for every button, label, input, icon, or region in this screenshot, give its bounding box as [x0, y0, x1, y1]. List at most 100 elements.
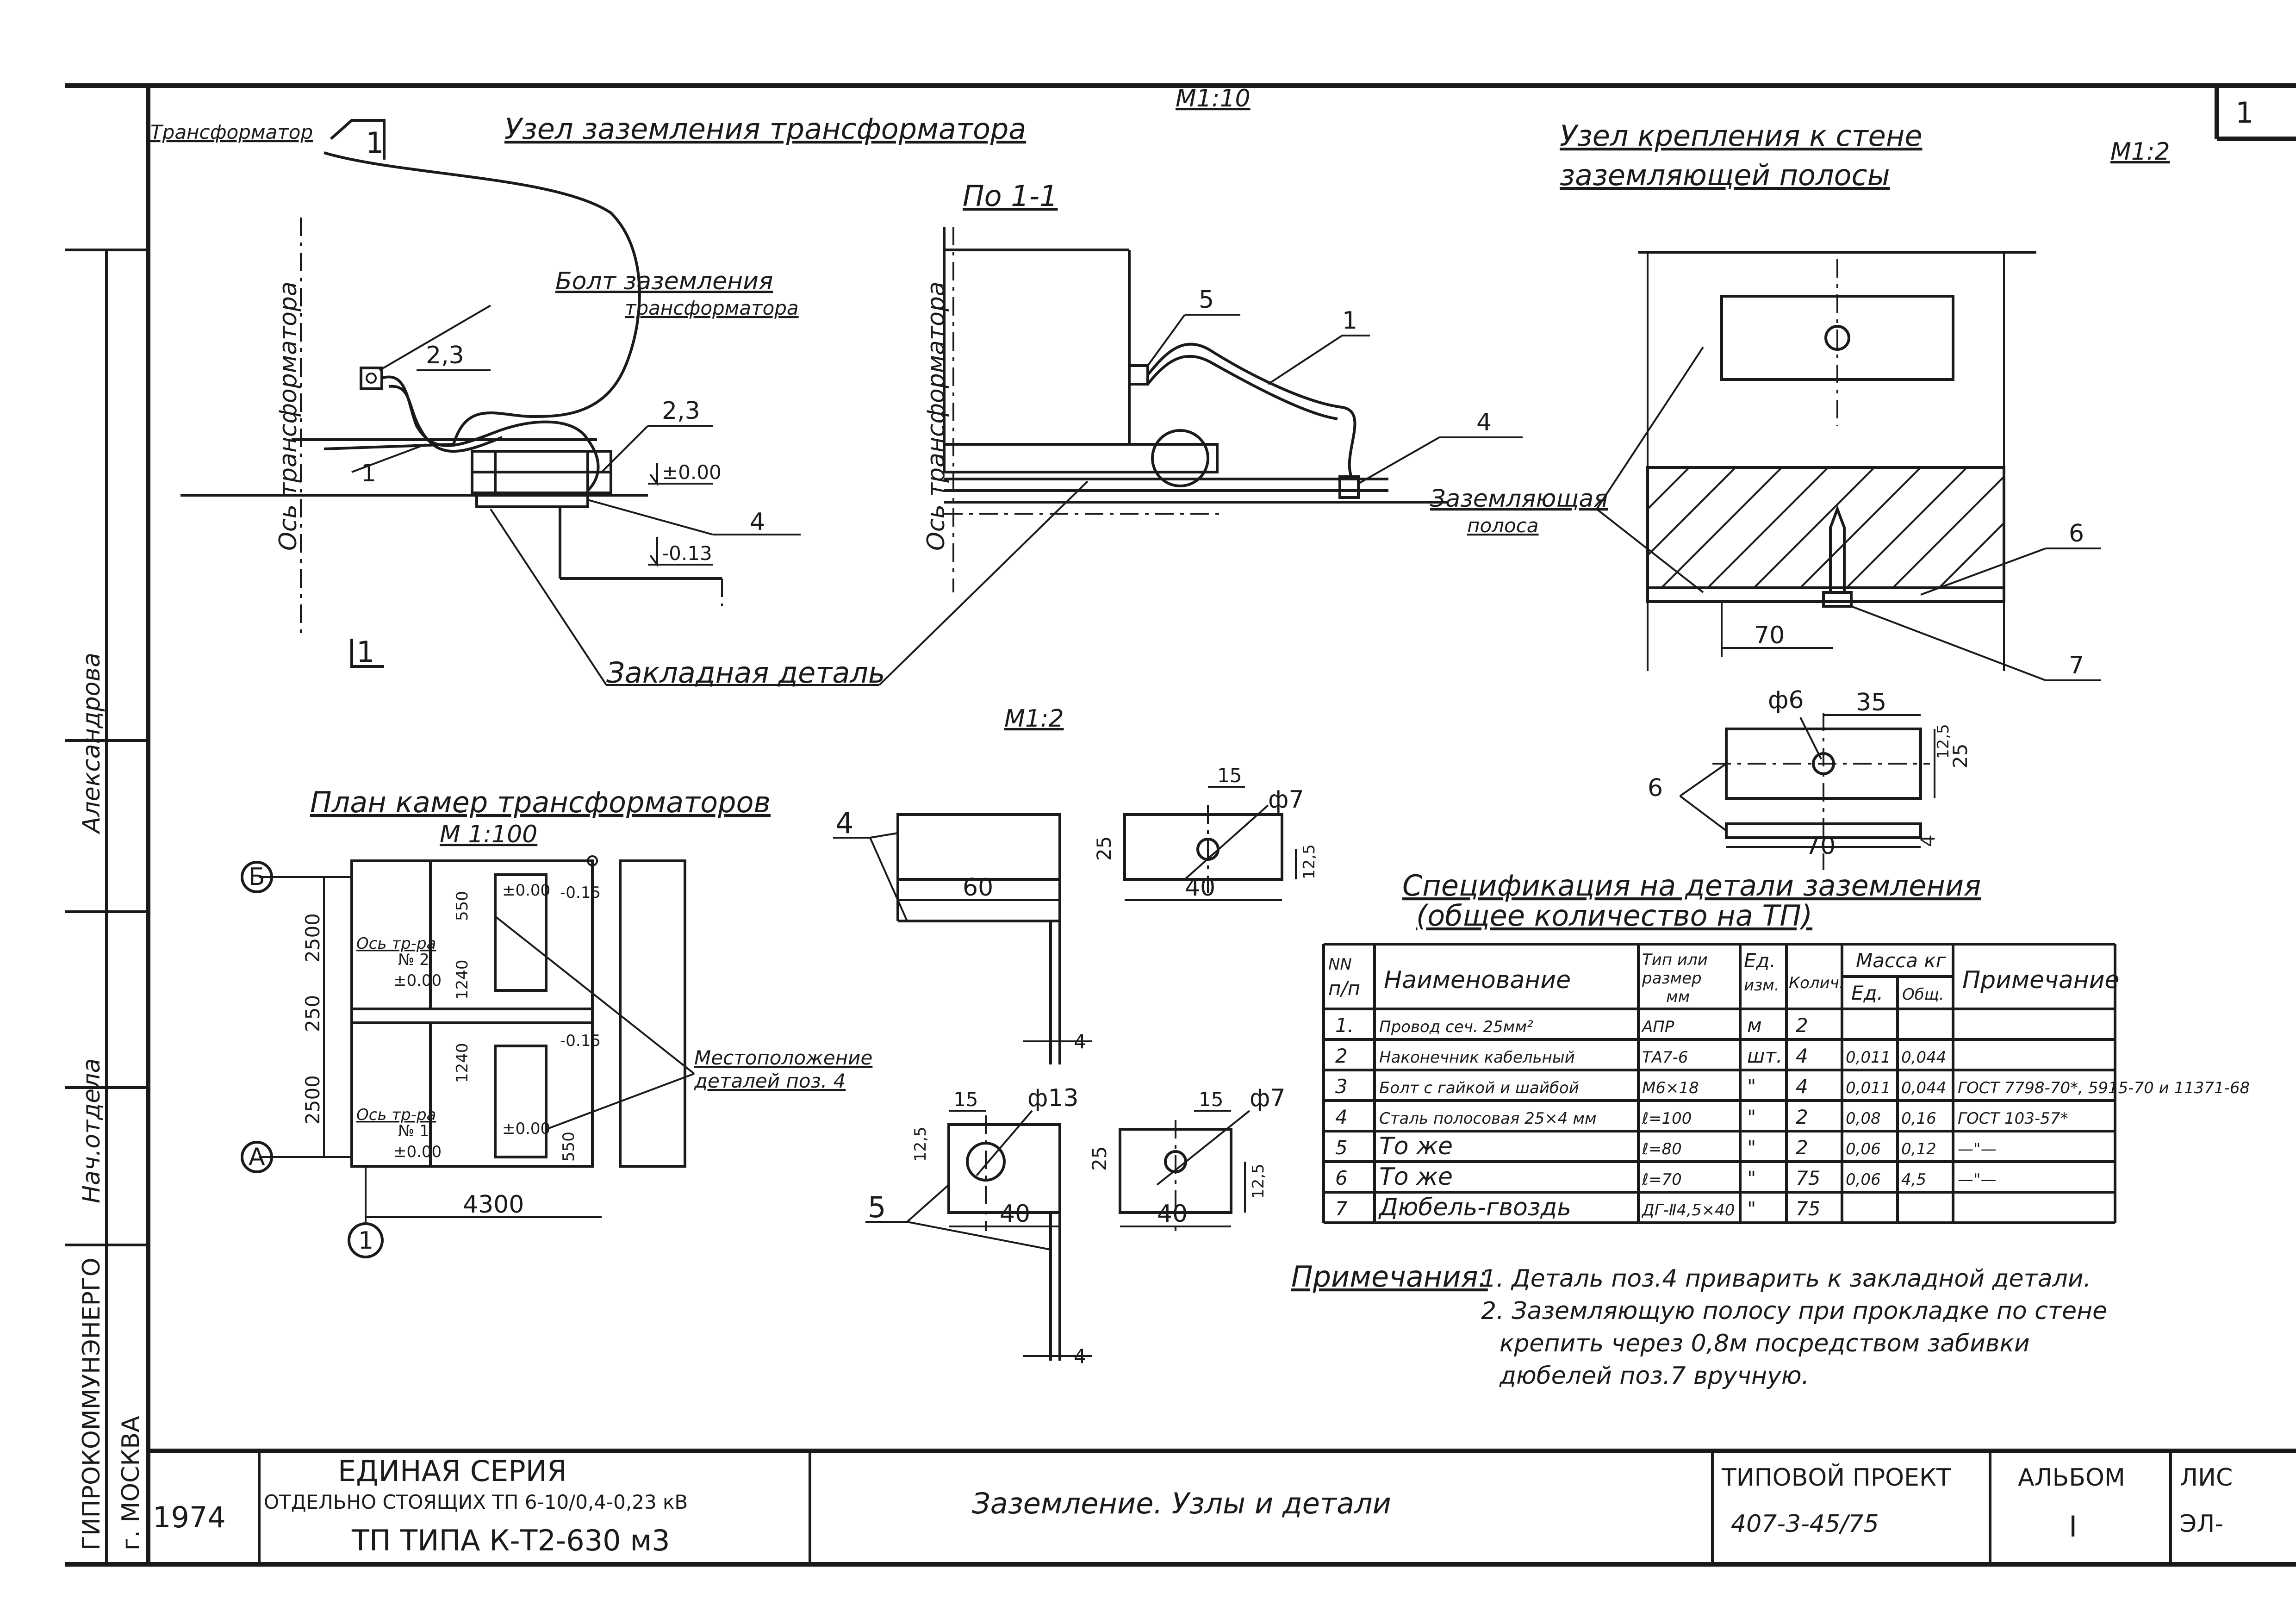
wall-title-1: Узел крепления к стене [1560, 119, 1923, 153]
series-3: ТП ТИПА К-Т2-630 м3 [351, 1524, 670, 1557]
lvl-e: -0.15 [560, 884, 601, 902]
spec-cell-mass-unit: 0,08 [1846, 1109, 1881, 1128]
spec-cell-note: ГОСТ 7798-70*, 5915-70 и 11371-68 [1958, 1079, 2250, 1097]
dim-4300: 4300 [463, 1191, 524, 1219]
section-view: По 1-1 Ось трансформатора 5 1 4 [922, 179, 1523, 592]
tr2-num: № 2 [398, 951, 429, 969]
pos-4b: 4 [1476, 409, 1492, 436]
spec-cell-name: Провод сеч. 25мм² [1379, 1018, 1533, 1036]
spec-title-1: Спецификация на детали заземления [1402, 869, 1981, 902]
spec-cell-type: ДГ-Ⅱ4,5×40 [1641, 1201, 1735, 1220]
spec-title-2: (общее количество на ТП) [1416, 899, 1812, 933]
notes-heading: Примечания: [1291, 1260, 1488, 1294]
dim-550b: 550 [560, 1132, 578, 1162]
detail-6: 35 ф6 12,5 25 70 4 6 [1648, 686, 1972, 870]
year: 1974 [153, 1500, 226, 1534]
side-strip-city: г. МОСКВА [117, 1416, 145, 1550]
wall-title-2: заземляющей полосы [1560, 158, 1890, 192]
dim-25a: 25 [1093, 836, 1115, 861]
spec-cell-num: 6 [1335, 1167, 1348, 1189]
side-strip-role: Нач.отдела [78, 1058, 106, 1203]
spec-cell-mass-total: 0,044 [1901, 1048, 1946, 1067]
spec-header-type: Тип или [1642, 951, 1708, 969]
dim-70b: 70 [1805, 832, 1836, 860]
dim-250: 250 [301, 995, 324, 1032]
note-2c: дюбелей поз.7 вручную. [1499, 1362, 1809, 1390]
project-label: ТИПОВОЙ ПРОЕКТ [1721, 1463, 1951, 1492]
side-strip-org: ГИПРОКОММУНЭНЕРГО [78, 1257, 106, 1550]
pos-1b: 1 [1342, 307, 1357, 335]
spec-cell-name: Наконечник кабельный [1379, 1048, 1575, 1067]
notes: Примечания: 1. Деталь поз.4 приварить к … [1291, 1260, 2107, 1390]
spec-cell-unit: м [1747, 1014, 1762, 1037]
spec-cell-num: 2 [1335, 1045, 1348, 1067]
pos-1a: 1 [361, 460, 376, 487]
spec-cell-note: ГОСТ 103-57* [1958, 1109, 2068, 1128]
pos-23a: 2,3 [426, 342, 464, 369]
title-block: 1974 ЕДИНАЯ СЕРИЯ ОТДЕЛЬНО СТОЯЩИХ ТП 6-… [148, 1449, 2296, 1564]
pos-4-detail: 4 [835, 806, 853, 840]
dim-40c: 40 [1157, 1200, 1188, 1228]
dim-15b: 15 [953, 1088, 978, 1111]
dim-125d: 12,5 [1934, 724, 1953, 759]
phi-13: ф13 [1027, 1084, 1079, 1112]
pos-6-wall: 6 [2069, 520, 2084, 548]
scale-main: М1:10 [1176, 85, 1251, 112]
spec-cell-name: Болт с гайкой и шайбой [1379, 1079, 1579, 1097]
spec-cell-name: То же [1379, 1132, 1453, 1160]
series-1: ЕДИНАЯ СЕРИЯ [338, 1454, 567, 1488]
spec-cell-num: 3 [1335, 1075, 1348, 1098]
dim-25d: 25 [1949, 744, 1972, 768]
sheet-corner-number: 1 [2235, 96, 2253, 130]
spec-cell-mass-unit: 0,011 [1846, 1079, 1891, 1097]
spec-cell-num: 7 [1335, 1197, 1348, 1220]
dim-550a: 550 [453, 891, 472, 921]
spec-cell-unit: " [1747, 1167, 1756, 1189]
side-strip-name: Александрова [78, 653, 106, 834]
spec-header-qty: Колич. [1789, 974, 1844, 992]
pos-4a: 4 [750, 508, 765, 536]
spec-cell-mass-total: 0,16 [1901, 1109, 1936, 1128]
location-2: деталей поз. 4 [694, 1070, 846, 1092]
dim-4c: 4 [1916, 834, 1939, 847]
dim-1240b: 1240 [453, 1043, 472, 1083]
spec-cell-mass-unit: 0,06 [1846, 1170, 1881, 1189]
dim-25c: 25 [1088, 1146, 1111, 1171]
subject: Заземление. Узлы и детали [972, 1487, 1391, 1520]
spec-header-num: NN [1328, 955, 1352, 974]
lvl-c: ±0.00 [502, 881, 550, 900]
spec-cell-unit: " [1747, 1197, 1756, 1220]
album-num: I [2069, 1510, 2077, 1543]
tr2-label: Ось тр-ра [356, 934, 436, 953]
note-2b: крепить через 0,8м посредством забивки [1500, 1330, 2030, 1357]
spec-cell-qty: 4 [1796, 1075, 1808, 1098]
level-000: ±0.00 [662, 461, 722, 484]
phi-7b: ф7 [1250, 1084, 1286, 1112]
bolt-label-1: Болт заземления [555, 268, 773, 295]
embedded-label: Закладная деталь [606, 656, 885, 690]
wall-mount-node: Узел крепления к стене заземляющей полос… [1430, 119, 2170, 681]
section-mark-top: 1 [366, 126, 384, 160]
spec-cell-num: 1. [1335, 1014, 1354, 1037]
wall-hatching [1647, 467, 2005, 589]
spec-cell-qty: 2 [1796, 1014, 1808, 1037]
spec-header-mass-unit: Ед. [1851, 982, 1883, 1004]
spec-header-unit-2: изм. [1744, 976, 1780, 995]
phi-6: ф6 [1768, 686, 1804, 714]
axis-left-label: Ось трансформатора [274, 281, 302, 551]
spec-cell-unit: шт. [1747, 1045, 1782, 1067]
spec-header-unit: Ед. [1744, 949, 1776, 972]
note-2a: 2. Заземляющую полосу при прокладке по с… [1481, 1297, 2107, 1325]
pos-23b: 2,3 [662, 397, 700, 425]
spec-header-mass-total: Общ. [1902, 985, 1944, 1004]
spec-cell-mass-unit: 0,06 [1846, 1140, 1881, 1158]
dim-40b: 40 [1000, 1200, 1030, 1228]
spec-cell-name: Сталь полосовая 25×4 мм [1379, 1109, 1597, 1128]
lvl-a: ±0.00 [393, 971, 442, 990]
spec-cell-num: 5 [1335, 1136, 1348, 1159]
spec-header-num-2: п/п [1328, 977, 1360, 1000]
spec-cell-type: АПР [1641, 1018, 1674, 1036]
sheet-frame: 1 [65, 83, 2296, 1567]
section-mark-bottom: 1 [356, 635, 374, 669]
